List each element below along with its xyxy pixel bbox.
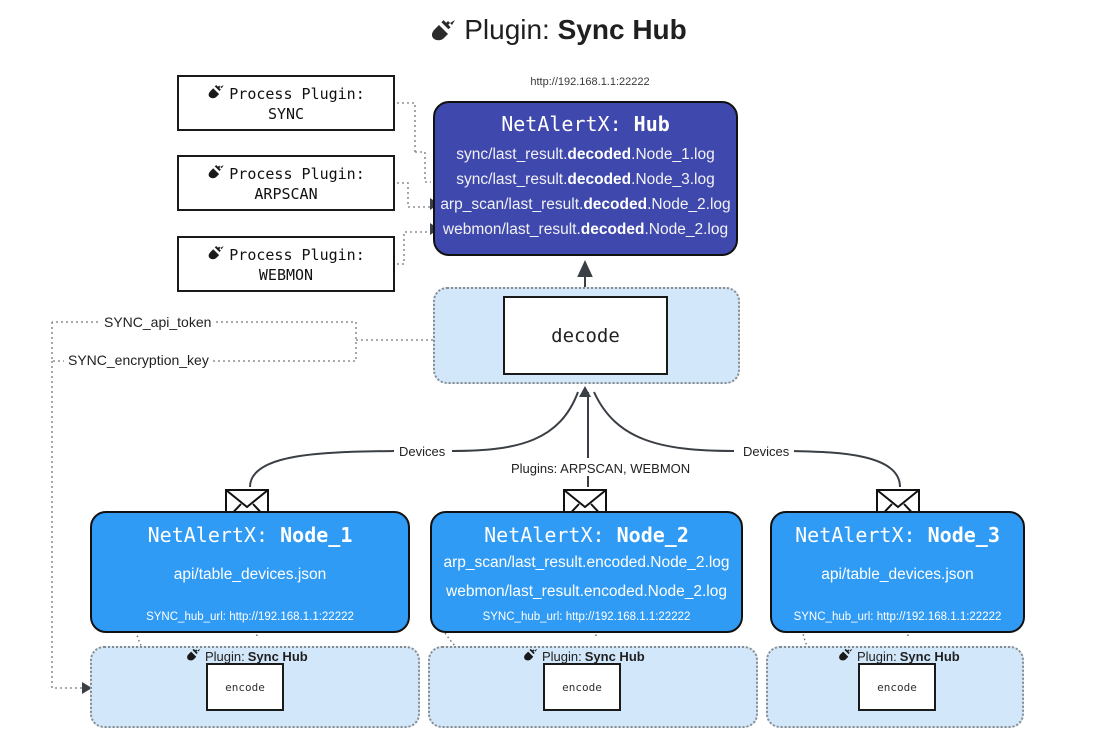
encode-plugin-prefix: Plugin:	[542, 648, 582, 664]
edge-sync-plugin-to-log1	[397, 102, 416, 152]
log-mid: decoded	[583, 196, 648, 213]
node-hub-url: SYNC_hub_url: http://192.168.1.1:22222	[793, 611, 1002, 623]
log-pre: webmon/last_result.	[442, 221, 581, 238]
process-plugin-label: Process Plugin:	[229, 84, 365, 103]
encode-plugin-prefix: Plugin:	[857, 648, 897, 664]
page-title-name: Sync Hub	[557, 14, 687, 45]
edge-label-devices-right: Devices	[738, 444, 795, 459]
node-payload-line: api/table_devices.json	[821, 566, 974, 583]
encode-plugin-label-node-1: Plugin: Sync Hub	[186, 647, 308, 665]
hub-log-line: sync/last_result.decoded.Node_3.log	[435, 167, 736, 192]
edge-node1-to-decode-left	[249, 450, 395, 488]
process-plugin-name: SYNC	[267, 105, 305, 123]
hub-log-list: sync/last_result.decoded.Node_1.log sync…	[435, 142, 736, 242]
edge-settings-to-encode-region	[51, 361, 86, 689]
node-hub-url: SYNC_hub_url: http://192.168.1.1:22222	[482, 611, 691, 623]
plug-icon	[838, 647, 854, 665]
log-pre: sync/last_result.	[456, 146, 568, 163]
hub-title-prefix: NetAlertX:	[501, 112, 622, 136]
process-plugin-name: WEBMON	[258, 266, 314, 284]
log-mid: decoded	[567, 171, 632, 188]
page-title: Plugin: Sync Hub	[0, 14, 1117, 50]
process-plugin-label: Process Plugin:	[229, 245, 365, 264]
encode-plugin-name: Sync Hub	[899, 648, 960, 664]
process-plugin-name: ARPSCAN	[254, 185, 318, 203]
encode-plugin-prefix: Plugin:	[205, 648, 245, 664]
node-payload-line: api/table_devices.json	[173, 566, 327, 583]
hub-title-name: Hub	[633, 112, 670, 136]
node-title-name: Node_1	[280, 523, 353, 547]
plug-icon	[523, 647, 539, 665]
log-pre: sync/last_result.	[456, 171, 568, 188]
node-title: NetAlertX: Node_1	[92, 523, 408, 547]
encode-plugin-label-node-2: Plugin: Sync Hub	[523, 647, 645, 665]
node-box-node-1[interactable]: NetAlertX: Node_1 api/table_devices.json…	[90, 511, 410, 633]
encode-box-node-1[interactable]: encode	[206, 663, 284, 711]
node-title-name: Node_2	[616, 523, 689, 547]
plug-icon	[186, 647, 202, 665]
arrowhead-decode-bottom	[579, 386, 591, 397]
process-plugin-box-arpscan[interactable]: Process Plugin: ARPSCAN	[177, 155, 395, 211]
node-payload-line: webmon/last_result.encoded.Node_2.log	[446, 583, 727, 600]
edge-node3-to-decode-right	[789, 450, 901, 488]
node-title: NetAlertX: Node_3	[772, 523, 1023, 547]
node-box-node-2[interactable]: NetAlertX: Node_2 arp_scan/last_result.e…	[430, 511, 743, 633]
hub-title: NetAlertX: Hub	[435, 112, 736, 136]
log-post: .Node_2.log	[647, 196, 731, 213]
edge-node3-curve-up	[593, 391, 735, 452]
process-plugin-box-webmon[interactable]: Process Plugin: WEBMON	[177, 236, 395, 292]
plug-icon	[430, 17, 458, 50]
decode-box[interactable]: decode	[503, 296, 668, 375]
sync-api-token-label: SYNC_api_token	[100, 314, 216, 330]
hub-url-label: http://192.168.1.1:22222	[530, 76, 650, 88]
plug-icon	[207, 83, 226, 104]
log-post: .Node_1.log	[631, 146, 715, 163]
hub-box[interactable]: NetAlertX: Hub sync/last_result.decoded.…	[433, 101, 738, 256]
log-mid: decoded	[580, 221, 645, 238]
edge-label-plugins: Plugins: ARPSCAN, WEBMON	[506, 461, 696, 476]
sync-encryption-key-label: SYNC_encryption_key	[64, 352, 213, 368]
hub-log-line: webmon/last_result.decoded.Node_2.log	[435, 217, 736, 242]
process-plugin-label: Process Plugin:	[229, 164, 365, 183]
edge-node1-curve-up	[451, 391, 579, 452]
node-title-prefix: NetAlertX:	[484, 523, 605, 547]
page-title-prefix: Plugin:	[464, 14, 550, 45]
plug-icon	[207, 163, 226, 184]
hub-log-line: sync/last_result.decoded.Node_1.log	[435, 142, 736, 167]
encode-plugin-name: Sync Hub	[247, 648, 308, 664]
edge-arpscan-plugin-to-log	[397, 182, 431, 208]
node-payload-line: arp_scan/last_result.encoded.Node_2.log	[443, 554, 730, 571]
log-pre: arp_scan/last_result.	[440, 196, 584, 213]
log-mid: decoded	[567, 146, 632, 163]
log-post: .Node_3.log	[631, 171, 715, 188]
node-title: NetAlertX: Node_2	[432, 523, 741, 547]
encode-plugin-name: Sync Hub	[584, 648, 645, 664]
edge-sync-plugin-to-log2	[415, 151, 431, 183]
hub-log-line: arp_scan/last_result.decoded.Node_2.log	[435, 192, 736, 217]
log-post: .Node_2.log	[644, 221, 729, 238]
edge-label-devices-left: Devices	[394, 444, 451, 459]
plug-icon	[207, 244, 226, 265]
encode-plugin-label-node-3: Plugin: Sync Hub	[838, 647, 960, 665]
encode-box-node-2[interactable]: encode	[543, 663, 621, 711]
edge-webmon-plugin-to-log	[397, 231, 431, 265]
node-title-prefix: NetAlertX:	[795, 523, 916, 547]
node-title-prefix: NetAlertX:	[147, 523, 269, 547]
node-box-node-3[interactable]: NetAlertX: Node_3 api/table_devices.json…	[770, 511, 1025, 633]
node-title-name: Node_3	[927, 523, 1000, 547]
process-plugin-box-sync[interactable]: Process Plugin: SYNC	[177, 75, 395, 131]
encode-box-node-3[interactable]: encode	[858, 663, 936, 711]
node-hub-url: SYNC_hub_url: http://192.168.1.1:22222	[146, 611, 354, 623]
